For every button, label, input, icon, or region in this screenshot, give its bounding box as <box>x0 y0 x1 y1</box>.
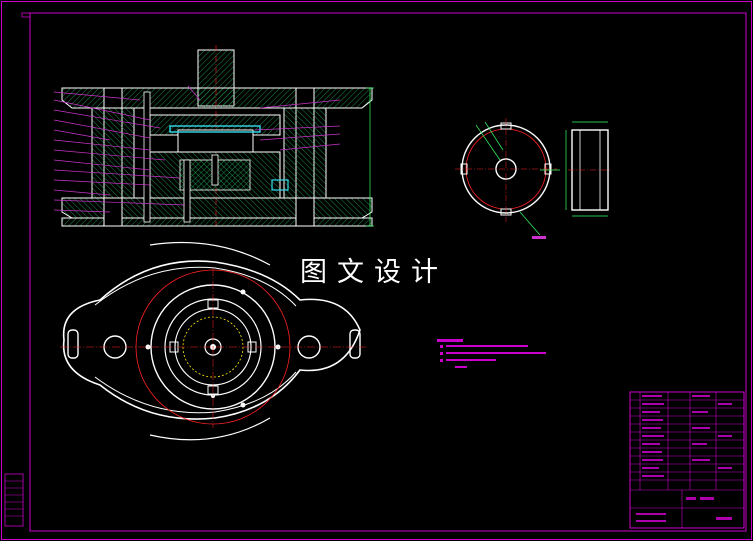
front-section-view <box>53 45 374 228</box>
watermark-text: 图文设计 <box>300 257 448 288</box>
part-detail-circle <box>455 118 560 239</box>
plan-view <box>60 241 366 441</box>
revision-strip <box>4 473 24 527</box>
title-block <box>629 391 745 529</box>
part-detail-side <box>565 121 612 217</box>
technical-notes <box>437 339 546 368</box>
